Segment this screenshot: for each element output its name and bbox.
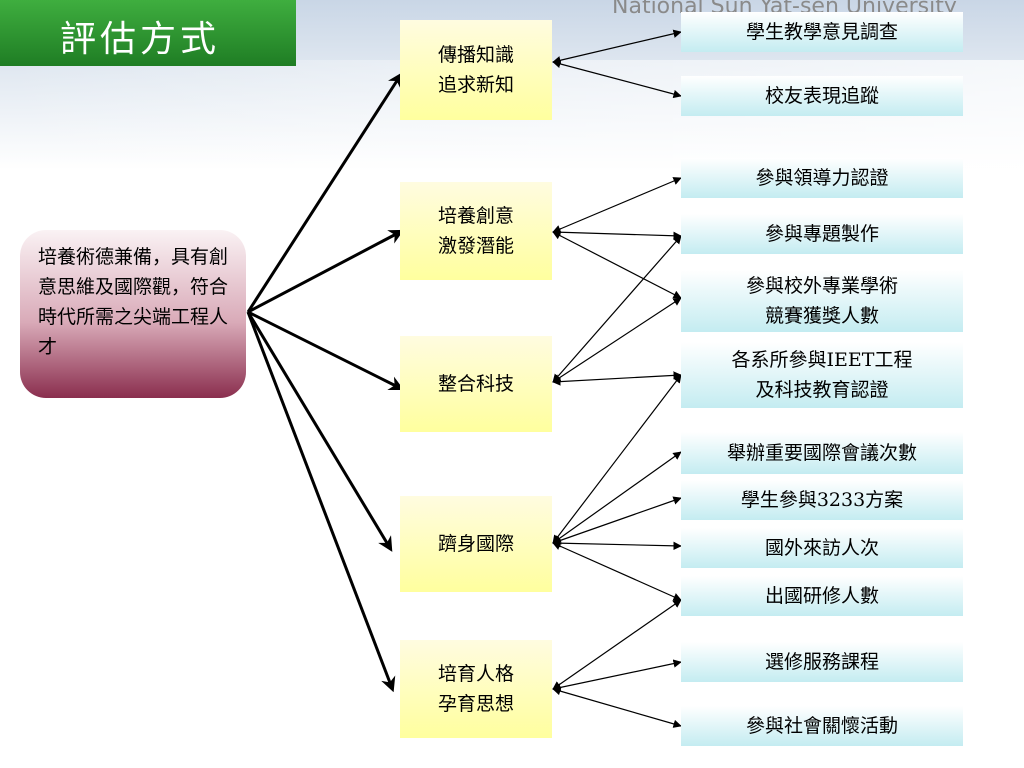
measure-box-teaching-survey: 學生教學意見調查 [681, 12, 963, 52]
link-arrow-1-4 [552, 231, 682, 299]
objective-box-technology: 整合科技 [400, 336, 552, 432]
slide-title: 評估方式 [60, 19, 221, 60]
measure-box-study-abroad: 出國研修人數 [681, 576, 963, 616]
link-arrow-3-5 [552, 374, 682, 544]
measure-box-alumni-tracking: 校友表現追蹤 [681, 76, 963, 116]
root-arrow-character [246, 311, 396, 693]
link-arrow-0-0 [552, 29, 682, 65]
objective-box-international: 躋身國際 [400, 496, 552, 592]
link-arrow-1-3 [552, 228, 682, 240]
objective-box-character: 培育人格孕育思想 [400, 640, 552, 738]
root-arrow-creativity [247, 229, 404, 314]
measure-box-competition-awards: 參與校外專業學術競賽獲獎人數 [681, 270, 963, 332]
link-arrow-3-6 [552, 451, 682, 544]
link-arrow-1-2 [552, 177, 682, 233]
measure-box-service-courses: 選修服務課程 [681, 642, 963, 682]
link-arrow-3-7 [552, 496, 682, 545]
measure-box-foreign-visitors: 國外來訪人次 [681, 528, 963, 568]
root-goal-box: 培養術德兼備，具有創意思維及國際觀，符合時代所需之尖端工程人才 [20, 230, 246, 398]
link-arrow-2-4 [552, 297, 682, 383]
measure-box-leadership-cert: 參與領導力認證 [681, 158, 963, 198]
link-arrow-4-10 [552, 659, 682, 692]
title-banner: 評估方式 [0, 0, 296, 66]
link-arrow-2-3 [552, 235, 682, 383]
measure-box-intl-conferences: 舉辦重要國際會議次數 [681, 432, 963, 474]
measure-box-social-care: 參與社會關懷活動 [681, 706, 963, 746]
measure-box-3233-program: 學生參與3233方案 [681, 480, 963, 520]
objective-box-creativity: 培養創意激發潛能 [400, 182, 552, 280]
objective-box-knowledge: 傳播知識追求新知 [400, 20, 552, 120]
measure-box-project: 參與專題製作 [681, 214, 963, 254]
link-arrow-3-8 [552, 538, 682, 551]
root-arrow-knowledge [246, 72, 403, 313]
link-arrow-0-1 [552, 59, 682, 99]
root-arrow-international [246, 311, 393, 552]
link-arrow-4-11 [552, 687, 682, 728]
root-arrow-technology [247, 310, 405, 391]
measure-box-ieet-accreditation: 各系所參與IEET工程及科技教育認證 [681, 342, 963, 408]
link-arrow-2-5 [552, 371, 682, 386]
link-arrow-3-9 [552, 542, 682, 601]
